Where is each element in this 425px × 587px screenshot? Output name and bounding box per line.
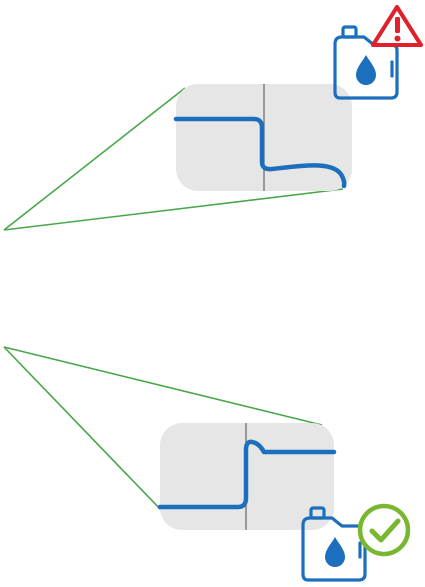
bottom-zoom-panel — [157, 423, 337, 530]
top-zoom-panel — [173, 84, 352, 191]
top-group — [3, 5, 423, 231]
top-panel-trace — [173, 116, 347, 189]
bottom-group — [3, 346, 411, 582]
warning-triangle-icon — [371, 5, 423, 47]
fuel-canister-icon-bottom — [301, 506, 367, 582]
top-callout-line-lower — [3, 188, 344, 231]
bottom-panel-trace — [157, 439, 337, 510]
bottom-callout-line-upper — [3, 346, 323, 426]
top-callout-line-upper — [3, 87, 186, 231]
bottom-callout-line-lower — [3, 346, 164, 513]
check-circle-icon — [357, 503, 411, 557]
canister-drop-bottom — [325, 537, 345, 567]
top-callout-lines — [3, 87, 344, 231]
bottom-callout-lines — [3, 346, 323, 513]
canister-drop — [356, 55, 376, 85]
